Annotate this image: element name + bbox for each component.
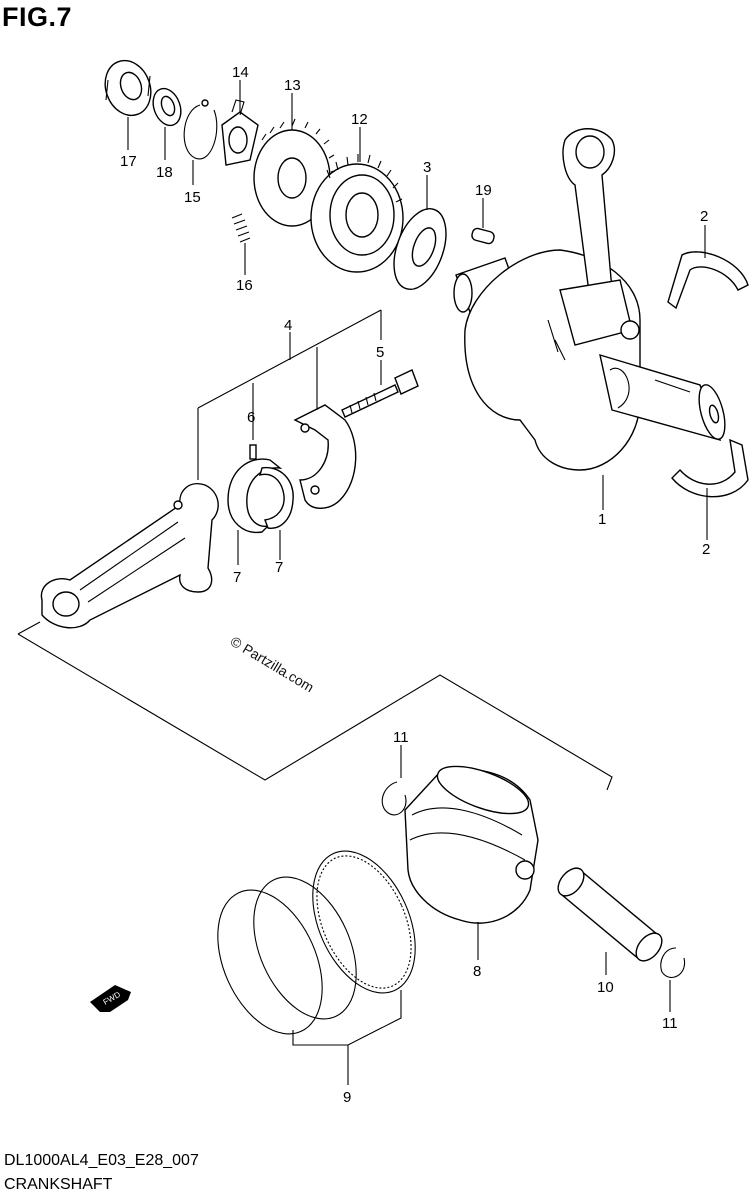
callout-2-bottom: 2 bbox=[702, 541, 710, 558]
callout-18: 18 bbox=[156, 164, 173, 181]
callout-3: 3 bbox=[423, 159, 431, 176]
part-17-nut[interactable] bbox=[98, 54, 158, 122]
callout-numbers: 17 18 15 14 13 12 3 19 16 2 1 2 4 5 6 7 … bbox=[120, 64, 710, 1106]
part-12-drive-gear[interactable] bbox=[310, 154, 404, 273]
fwd-arrow-icon: FWD bbox=[90, 985, 131, 1012]
part-19-key[interactable] bbox=[471, 227, 495, 245]
part-1-crankshaft[interactable] bbox=[453, 128, 730, 471]
part-2-bearing-lower[interactable] bbox=[671, 438, 749, 498]
callout-17: 17 bbox=[120, 153, 137, 170]
callout-11-bottom: 11 bbox=[662, 1015, 678, 1032]
callout-7-right: 7 bbox=[275, 559, 283, 576]
callout-10: 10 bbox=[597, 979, 614, 996]
callout-5: 5 bbox=[376, 344, 384, 361]
part-16-spring[interactable] bbox=[231, 213, 251, 243]
part-7-rod-bearing-left[interactable] bbox=[227, 458, 283, 534]
callout-4: 4 bbox=[284, 317, 292, 334]
part-8-piston[interactable] bbox=[404, 757, 539, 924]
callout-15: 15 bbox=[184, 189, 201, 206]
diagram-name: CRANKSHAFT bbox=[4, 1176, 113, 1193]
diagram-code: DL1000AL4_E03_E28_007 bbox=[4, 1152, 199, 1169]
callout-13: 13 bbox=[284, 77, 301, 94]
callout-8: 8 bbox=[473, 963, 481, 980]
part-7-rod-bearing-right[interactable] bbox=[258, 466, 294, 529]
figure-title: FIG.7 bbox=[2, 2, 73, 32]
part-11-circlip-right[interactable] bbox=[660, 947, 686, 978]
part-10-piston-pin[interactable] bbox=[553, 863, 667, 965]
callout-16: 16 bbox=[236, 277, 253, 294]
callout-2-top: 2 bbox=[700, 208, 708, 225]
part-15-circlip[interactable] bbox=[183, 99, 218, 160]
callout-6: 6 bbox=[247, 409, 255, 426]
callout-1: 1 bbox=[598, 511, 606, 528]
part-9-piston-rings[interactable] bbox=[197, 835, 436, 1050]
part-2-bearing-upper[interactable] bbox=[667, 251, 749, 310]
callout-11-top: 11 bbox=[393, 729, 409, 746]
part-11-circlip-top[interactable] bbox=[381, 781, 407, 816]
callout-14: 14 bbox=[232, 64, 249, 81]
callout-12: 12 bbox=[351, 111, 368, 128]
callout-7-left: 7 bbox=[233, 569, 241, 586]
part-4-connecting-rod[interactable] bbox=[40, 369, 419, 629]
callout-19: 19 bbox=[475, 182, 492, 199]
callout-9: 9 bbox=[343, 1089, 351, 1106]
part-6-dowel bbox=[249, 444, 257, 460]
part-18-washer[interactable] bbox=[148, 85, 185, 130]
part-14-lock-washer[interactable] bbox=[221, 99, 259, 166]
part-3-washer[interactable] bbox=[384, 202, 456, 297]
leader-lines bbox=[17, 80, 708, 1085]
